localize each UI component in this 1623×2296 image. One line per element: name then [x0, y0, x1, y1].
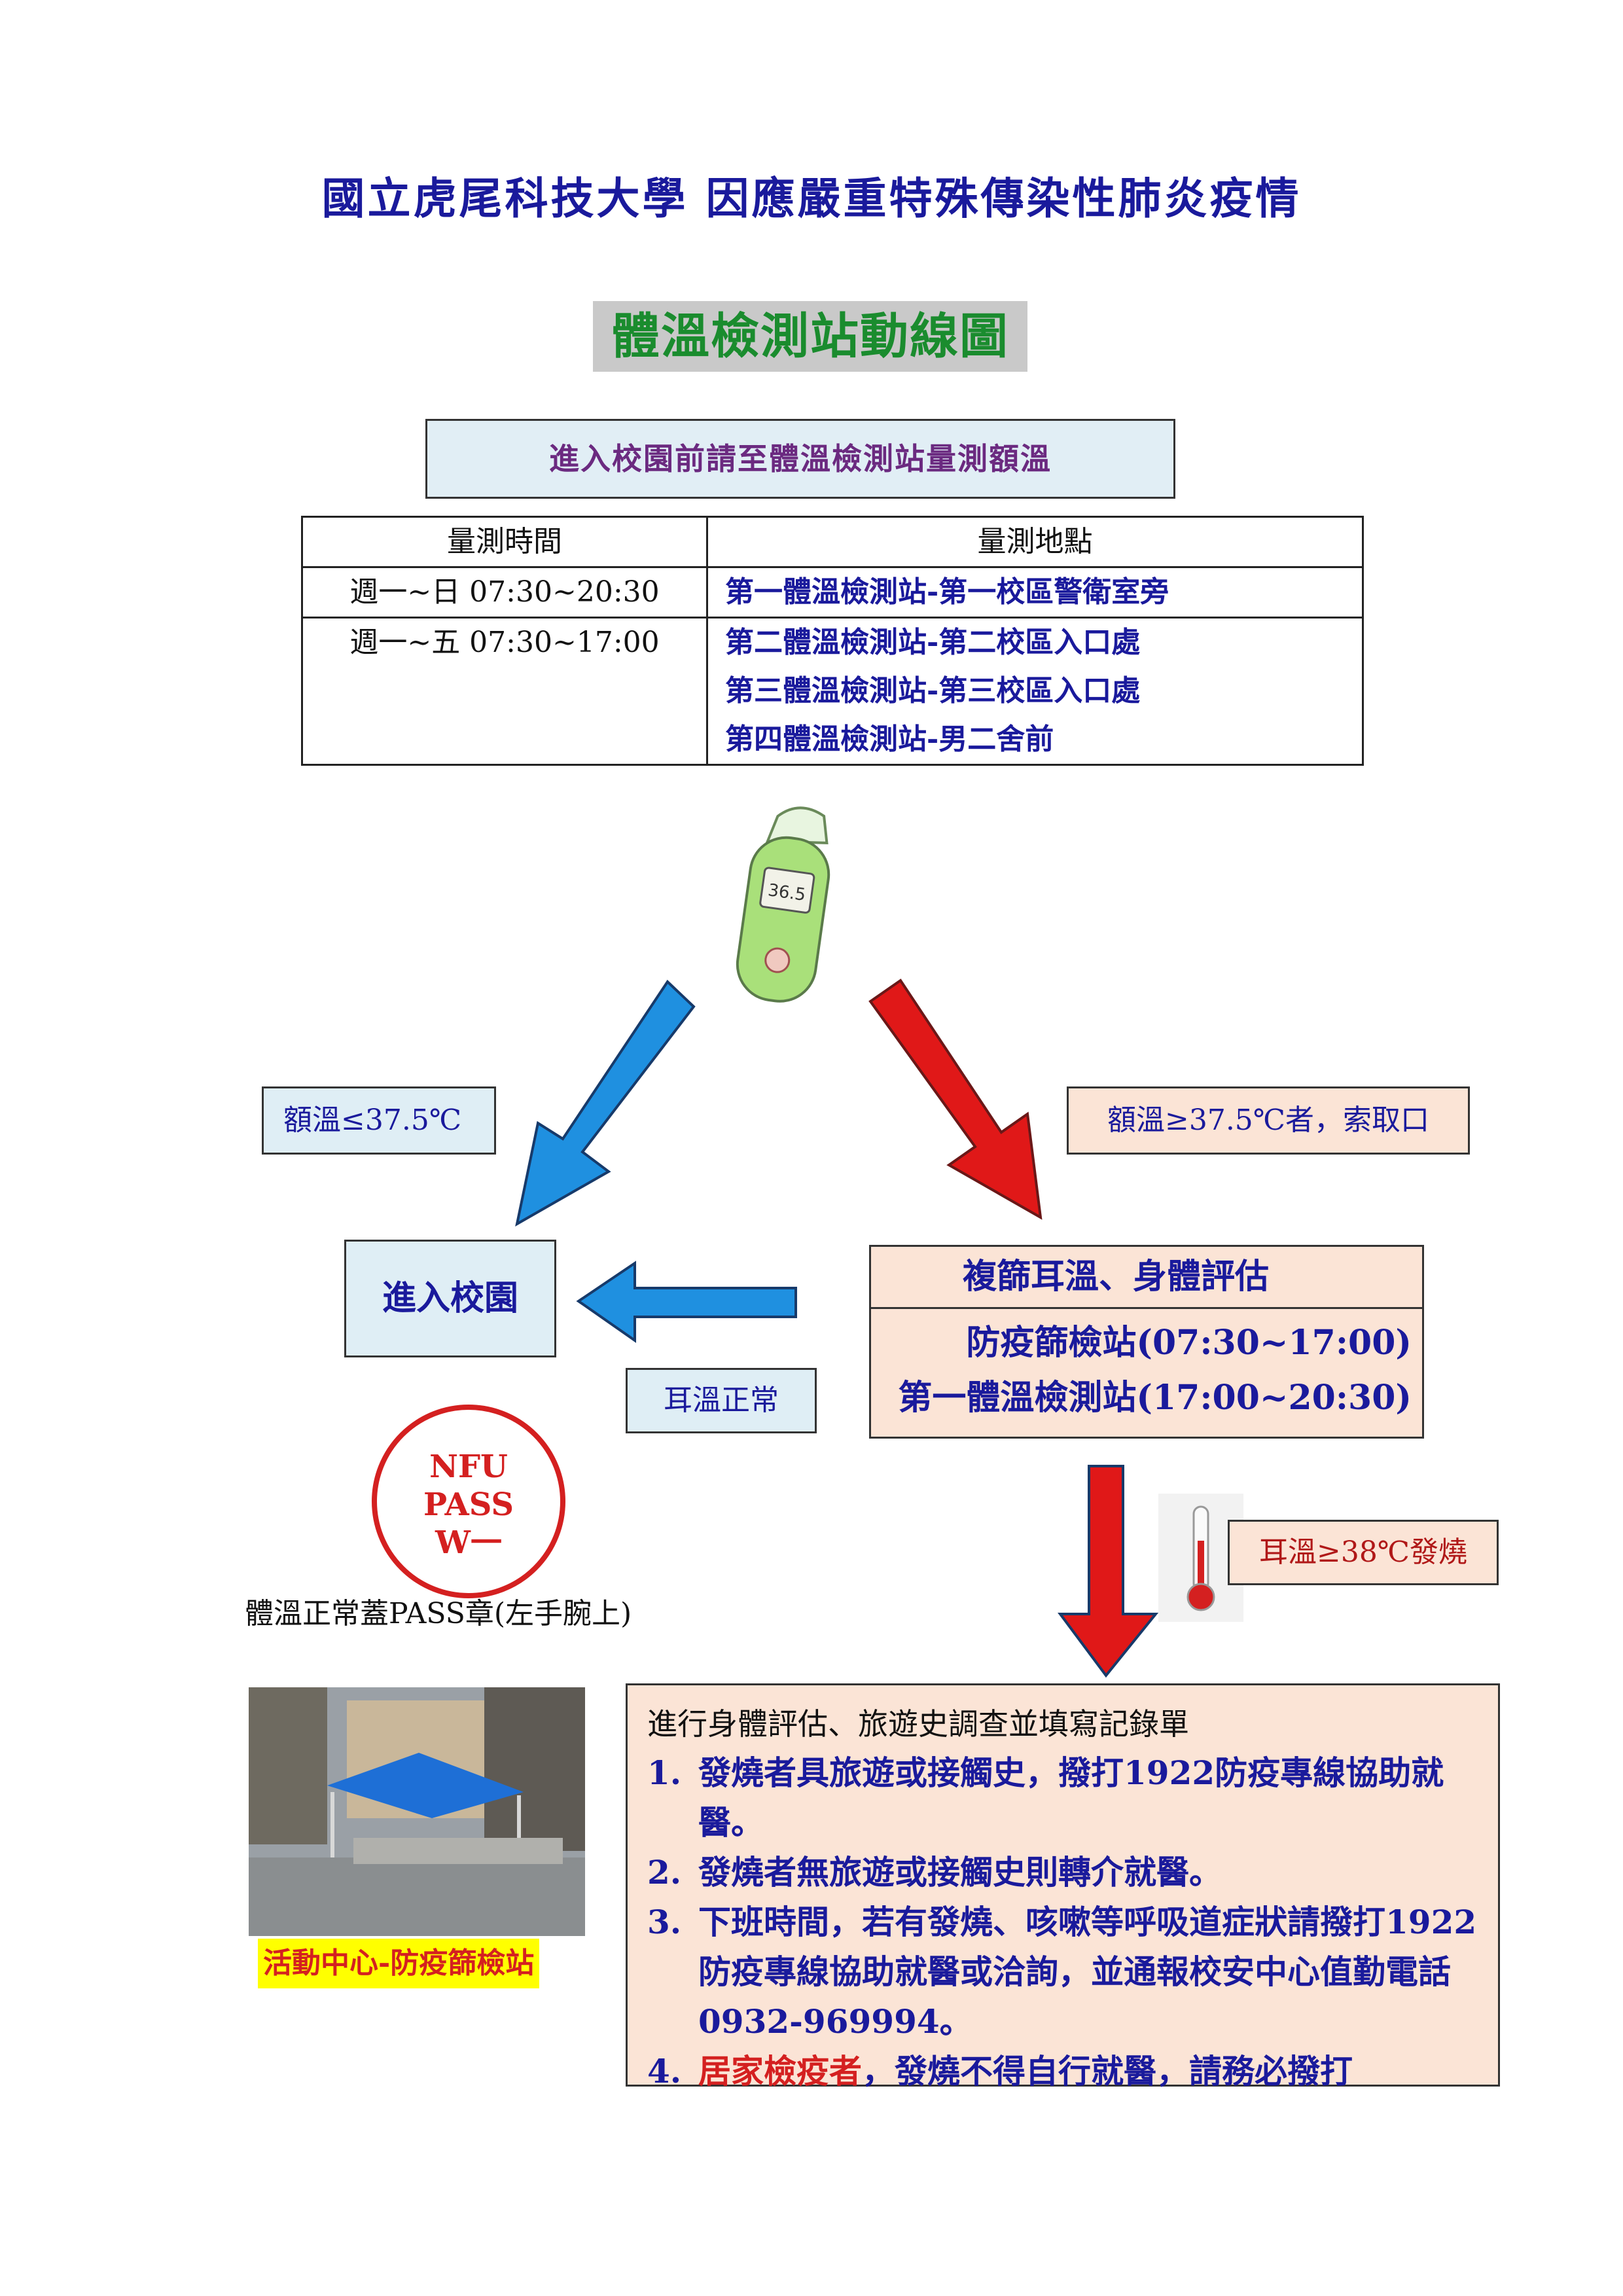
table-header-row: 量測時間 量測地點: [301, 516, 1364, 568]
list-item: 4. 居家檢疫者，發燒不得自行就醫，請務必撥打: [647, 2047, 1485, 2096]
item-text: 發燒者無旅遊或接觸史則轉介就醫。: [698, 1853, 1222, 1892]
row-location: 第二體溫檢測站-第二校區入口處 第三體溫檢測站-第三校區入口處 第四體溫檢測站-…: [706, 617, 1364, 766]
recheck-box: 複篩耳溫、身體評估 防疫篩檢站(07:30~17:00) 第一體溫檢測站(17:…: [869, 1245, 1424, 1439]
page-title: 國立虎尾科技大學 因應嚴重特殊傳染性肺炎疫情: [321, 173, 1302, 224]
label-forehead-normal: 額溫≤37.5℃: [262, 1086, 496, 1155]
list-item: 2. 發燒者無旅遊或接觸史則轉介就醫。: [647, 1848, 1485, 1897]
item-text: 發燒者具旅遊或接觸史，撥打1922防疫專線協助就醫。: [698, 1753, 1444, 1842]
table-row: 週一~日 07:30~20:30 第一體溫檢測站-第一校區警衛室旁: [301, 566, 1364, 619]
stamp-line: NFU: [429, 1448, 508, 1485]
row-location: 第一體溫檢測站-第一校區警衛室旁: [706, 566, 1364, 619]
label-forehead-high: 額溫≥37.5℃者，索取口: [1067, 1086, 1470, 1155]
location-item: 第二體溫檢測站-第二校區入口處: [725, 626, 1141, 659]
label-ear-normal: 耳溫正常: [626, 1368, 817, 1433]
recheck-line-1: 防疫篩檢站(07:30~17:00): [966, 1323, 1412, 1363]
item-number: 4.: [647, 2052, 682, 2090]
stamp-line: PASS: [423, 1486, 514, 1523]
schedule-table: 量測時間 量測地點 週一~日 07:30~20:30 第一體溫檢測站-第一校區警…: [301, 516, 1364, 766]
list-item: 1. 發燒者具旅遊或接觸史，撥打1922防疫專線協助就醫。: [647, 1748, 1485, 1848]
label-fever: 耳溫≥38℃發燒: [1228, 1520, 1499, 1585]
item-rest: ，發燒不得自行就醫，請務必撥打: [862, 2052, 1353, 2090]
table-row: 週一~五 07:30~17:00 第二體溫檢測站-第二校區入口處 第三體溫檢測站…: [301, 617, 1364, 766]
procedure-box: 進行身體評估、旅遊史調查並填寫記錄單 1. 發燒者具旅遊或接觸史，撥打1922防…: [626, 1683, 1500, 2090]
arrow-down-icon: [1058, 1465, 1159, 1678]
location-item: 第一體溫檢測站-第一校區警衛室旁: [725, 575, 1169, 609]
arrow-left-icon: [576, 1261, 797, 1343]
location-item: 第三體溫檢測站-第三校區入口處: [725, 674, 1141, 708]
arrow-down-right-icon: [868, 978, 1043, 1220]
enter-campus-box: 進入校園: [344, 1240, 556, 1357]
header-location: 量測地點: [706, 516, 1364, 568]
recheck-title: 複篩耳溫、身體評估: [871, 1247, 1422, 1309]
stamp-caption: 體溫正常蓋PASS章(左手腕上): [245, 1597, 632, 1630]
notice-banner: 進入校園前請至體溫檢測站量測額溫: [425, 419, 1175, 499]
pass-stamp: NFU PASS W一: [372, 1405, 565, 1598]
item-text: 居家檢疫者，發燒不得自行就醫，請務必撥打: [698, 2047, 1485, 2096]
item-number: 1.: [647, 1753, 682, 1792]
ear-thermometer-icon: 36.5: [736, 806, 830, 1003]
list-item: 3. 下班時間，若有發燒、咳嗽等呼吸道症狀請撥打1922防疫專線協助就醫或洽詢，…: [647, 1897, 1485, 2047]
location-item: 第四體溫檢測站-男二舍前: [725, 723, 1054, 756]
item-number: 2.: [647, 1853, 682, 1892]
row-time: 週一~五 07:30~17:00: [301, 617, 708, 766]
screening-station-photo: [249, 1687, 585, 1936]
header-time: 量測時間: [301, 516, 708, 568]
stamp-line: W一: [435, 1524, 502, 1561]
item-highlight: 居家檢疫者: [698, 2052, 862, 2090]
photo-caption: 活動中心-防疫篩檢站: [258, 1939, 540, 1988]
arrow-down-left-icon: [515, 979, 696, 1227]
procedure-heading: 進行身體評估、旅遊史調查並填寫記錄單: [647, 1706, 1189, 1742]
item-text: 下班時間，若有發燒、咳嗽等呼吸道症狀請撥打1922防疫專線協助就醫或洽詢，並通報…: [698, 1903, 1477, 2041]
page-subtitle: 體溫檢測站動線圖: [593, 301, 1027, 372]
row-time: 週一~日 07:30~20:30: [301, 566, 708, 619]
item-number: 3.: [647, 1903, 682, 1941]
recheck-line-2: 第一體溫檢測站(17:00~20:30): [898, 1378, 1412, 1418]
